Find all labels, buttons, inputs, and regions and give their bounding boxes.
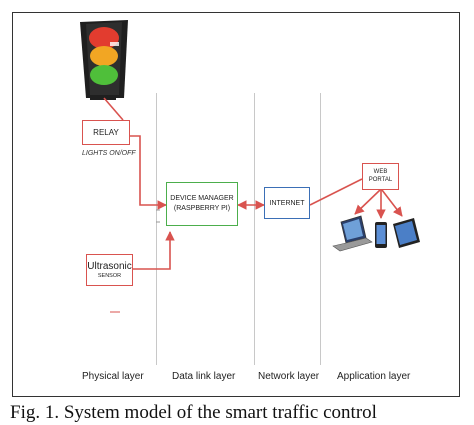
phone-icon xyxy=(375,222,387,248)
layer-divider-2 xyxy=(254,93,255,365)
internet-box: INTERNET xyxy=(264,187,310,219)
tablet-icon xyxy=(393,218,420,248)
connector-portal-tablet xyxy=(381,189,403,217)
ultrasonic-sensor-box: Ultrasonic SENSOR xyxy=(86,254,133,286)
device-manager-subtitle: (RASPBERRY PI) xyxy=(173,205,231,212)
layer-label-physical: Physical layer xyxy=(82,371,144,382)
figure-caption: Fig. 1. System model of the smart traffi… xyxy=(10,402,377,423)
relay-label: RELAY xyxy=(93,128,119,137)
layer-divider-1 xyxy=(156,93,157,365)
relay-box: RELAY xyxy=(82,120,130,145)
internet-label: INTERNET xyxy=(269,199,305,207)
lights-on-off-label: LIGHTS ON/OFF xyxy=(82,150,136,157)
connector-sensor-device-manager xyxy=(133,231,175,270)
traffic-light-icon xyxy=(80,20,128,100)
connector-relay-device-manager xyxy=(123,135,167,210)
layer-label-application: Application layer xyxy=(337,371,411,382)
layer-label-network: Network layer xyxy=(258,371,320,382)
device-manager-title: DEVICE MANAGER xyxy=(170,194,234,202)
connector-light-relay xyxy=(103,97,124,121)
device-manager-box: DEVICE MANAGER (RASPBERRY PI) xyxy=(166,182,238,226)
web-portal-title: WEB xyxy=(373,168,388,175)
layer-label-data-link: Data link layer xyxy=(172,371,236,382)
ultrasonic-label: Ultrasonic xyxy=(87,261,132,273)
connector-portal-laptop xyxy=(354,189,381,215)
web-portal-subtitle: PORTAL xyxy=(368,176,393,183)
web-portal-box: WEB PORTAL xyxy=(362,163,399,190)
layer-divider-3 xyxy=(320,93,321,365)
connector-internet-web-portal xyxy=(309,178,363,206)
sensor-label: SENSOR xyxy=(97,272,122,279)
laptop-icon xyxy=(332,215,373,252)
